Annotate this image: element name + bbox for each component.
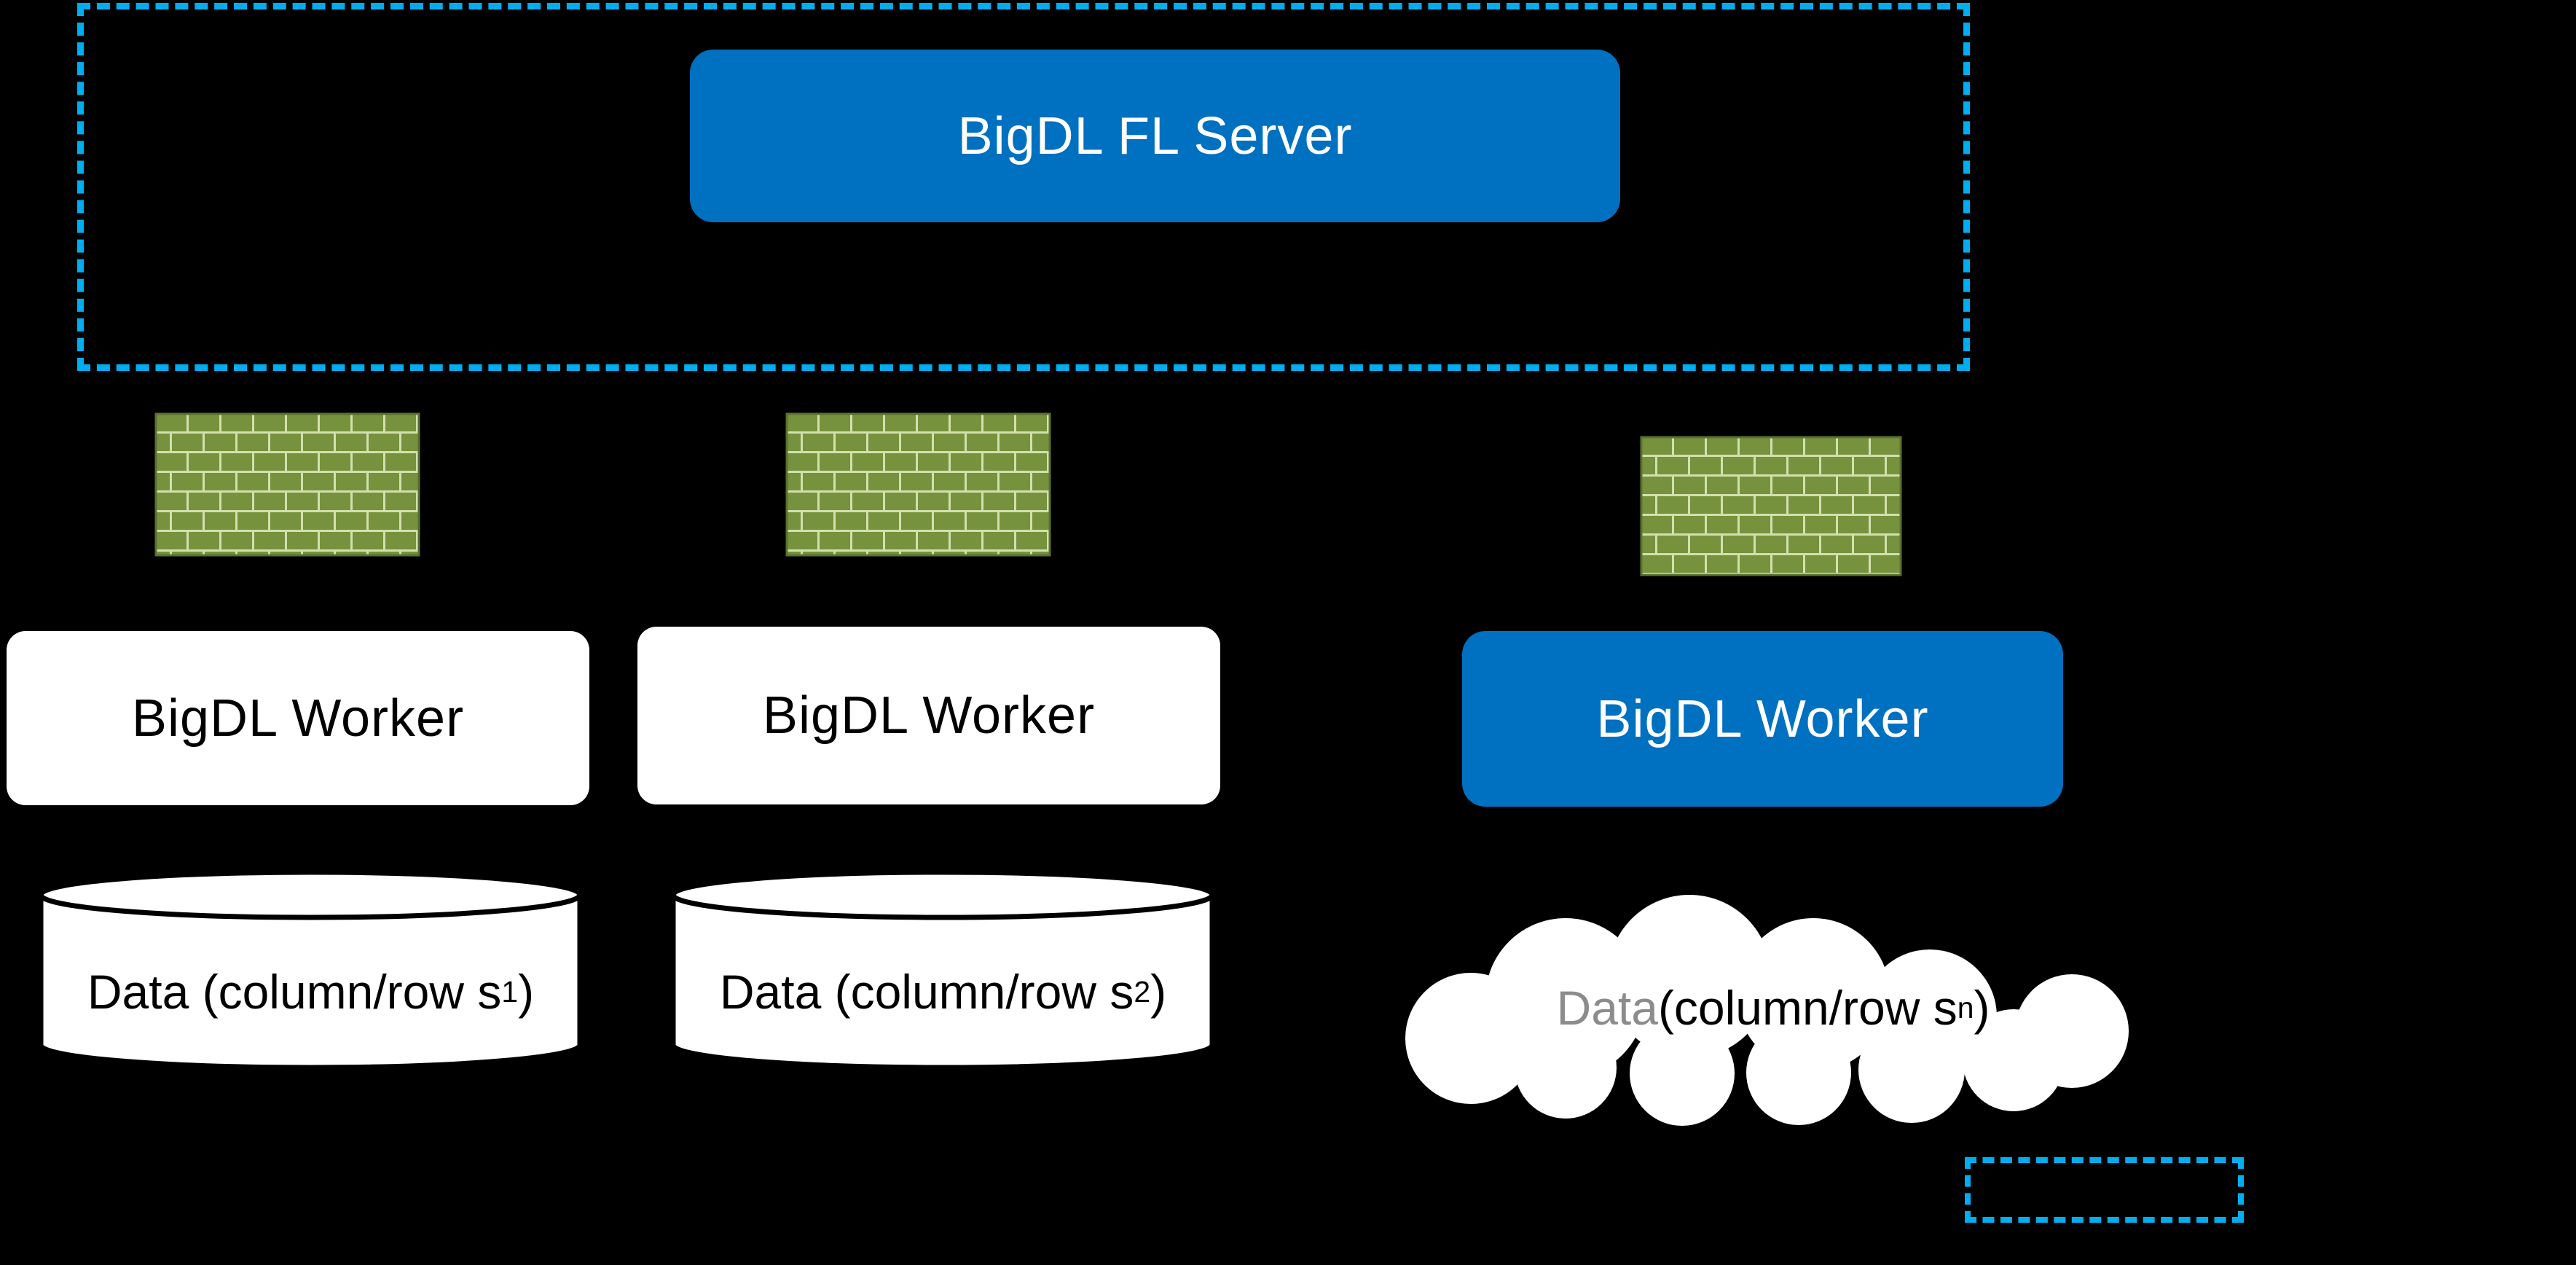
datastore-label-close: ) xyxy=(1974,981,1990,1035)
datastore-label-close: ) xyxy=(518,965,535,1019)
datastore-label-subscript: 1 xyxy=(501,974,519,1009)
datastore-label-subscript: n xyxy=(1957,990,1974,1025)
worker-label: BigDL Worker xyxy=(1596,689,1929,748)
datastore-label-text: (column/row s xyxy=(1657,981,1957,1035)
datastore-label-text: Data (column/row s xyxy=(719,965,1134,1019)
worker-box-2: BigDL Worker xyxy=(637,627,1220,804)
datastore-label-subscript: 2 xyxy=(1134,974,1151,1009)
firewall-icon xyxy=(154,412,420,557)
fl-server-label: BigDL FL Server xyxy=(957,106,1353,165)
datastore-label-text: Data (column/row s xyxy=(87,965,502,1019)
database-icon xyxy=(670,869,1215,1070)
datastore-label-word: Data xyxy=(1556,981,1658,1035)
database-icon xyxy=(38,869,583,1070)
fl-server-box: BigDL FL Server xyxy=(690,50,1620,222)
legend-dashed-box xyxy=(1965,1157,2244,1223)
firewall-icon xyxy=(1640,436,1902,576)
worker-box-3: BigDL Worker xyxy=(1462,631,2063,807)
server-trust-boundary-dashed-box xyxy=(77,3,1970,371)
datastore-label-close: ) xyxy=(1150,965,1167,1019)
worker-box-1: BigDL Worker xyxy=(7,631,589,805)
worker-label: BigDL Worker xyxy=(131,689,465,748)
firewall-icon xyxy=(785,412,1051,557)
cloud-icon xyxy=(1405,895,2129,1126)
worker-label: BigDL Worker xyxy=(762,686,1096,745)
